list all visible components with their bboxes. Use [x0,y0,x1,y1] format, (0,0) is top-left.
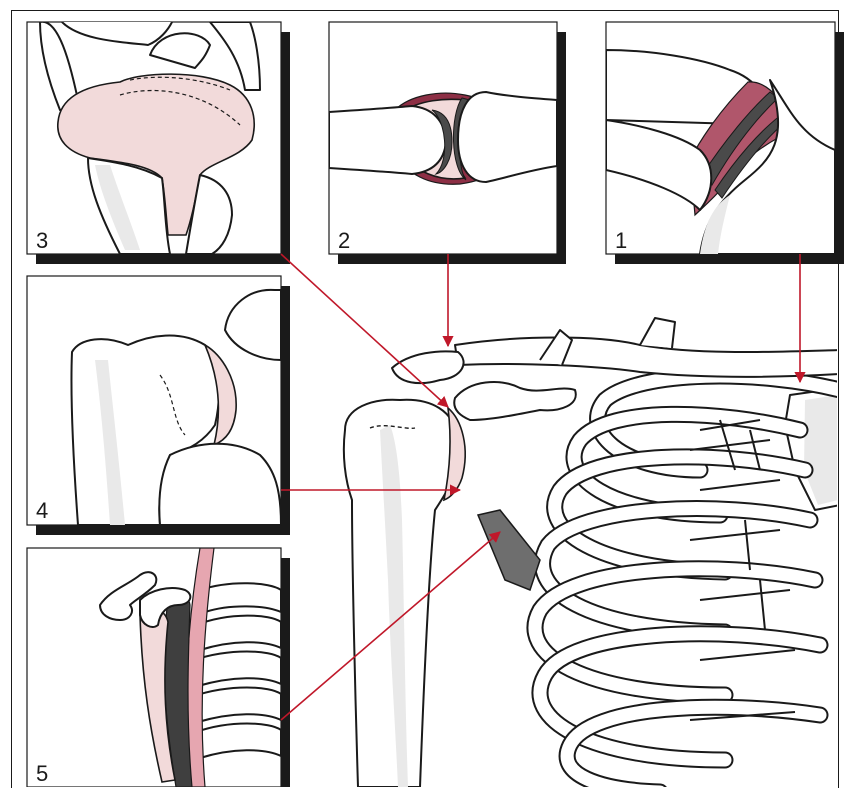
main-shoulder-illustration [344,318,840,787]
panel-2-label: 2 [338,228,350,253]
panel-4: 4 [27,276,290,535]
panel-5: 5 [27,548,290,787]
acromion [392,351,464,383]
panel-1: 1 [606,22,844,264]
scapula-lateral-border [478,510,540,590]
panel-3: 3 [27,22,290,264]
panel-3-label: 3 [36,228,48,253]
panel-4-label: 4 [36,498,48,523]
leader-line-3 [281,254,448,407]
coracoid-process [454,382,576,420]
panel-5-label: 5 [36,761,48,786]
panel-1-label: 1 [615,228,627,253]
panel-2: 2 [329,22,566,264]
